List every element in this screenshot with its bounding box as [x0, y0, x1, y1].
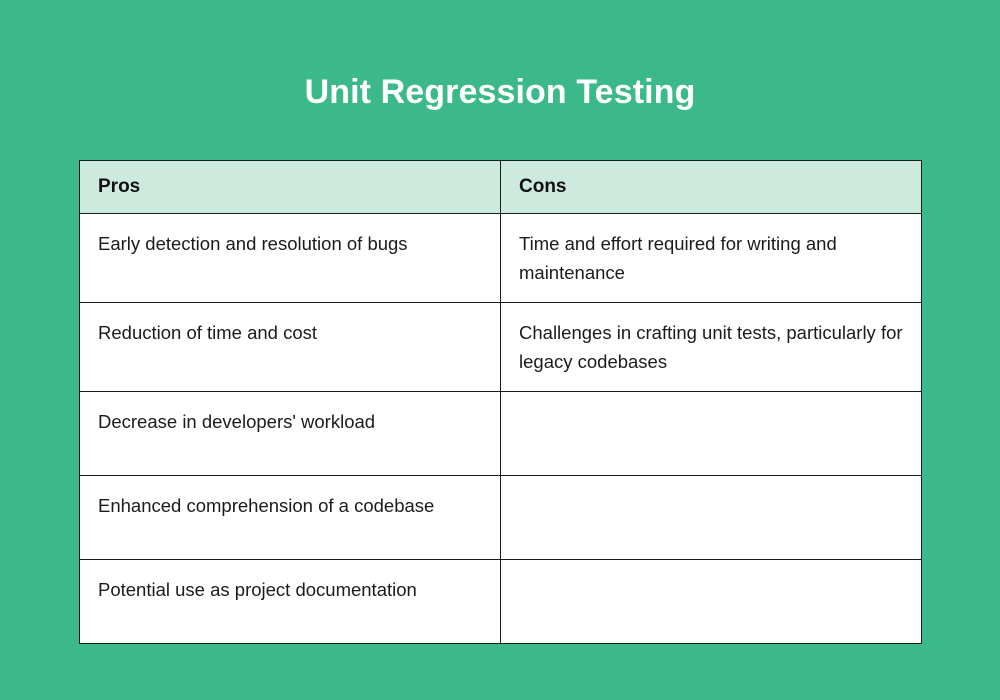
table-header-row: Pros Cons [79, 160, 922, 214]
cell-pros: Early detection and resolution of bugs [79, 213, 501, 303]
cell-pros: Reduction of time and cost [79, 302, 501, 392]
table-header: Pros Cons [79, 160, 922, 214]
cell-cons [500, 391, 922, 476]
cell-cons: Challenges in crafting unit tests, parti… [500, 302, 922, 392]
table-body: Early detection and resolution of bugs T… [79, 213, 922, 644]
cell-cons: Time and effort required for writing and… [500, 213, 922, 303]
table-row: Enhanced comprehension of a codebase [79, 475, 922, 560]
cell-pros: Potential use as project documentation [79, 559, 501, 644]
table-row: Early detection and resolution of bugs T… [79, 213, 922, 303]
table-row: Decrease in developers' workload [79, 391, 922, 476]
column-header-pros: Pros [79, 160, 501, 214]
cell-pros: Enhanced comprehension of a codebase [79, 475, 501, 560]
pros-cons-table: Pros Cons Early detection and resolution… [79, 160, 922, 644]
table-row: Potential use as project documentation [79, 559, 922, 644]
pros-cons-table-wrapper: Pros Cons Early detection and resolution… [79, 160, 922, 644]
cell-cons [500, 475, 922, 560]
column-header-cons: Cons [500, 160, 922, 214]
cell-cons [500, 559, 922, 644]
page-title: Unit Regression Testing [304, 73, 696, 111]
cell-pros: Decrease in developers' workload [79, 391, 501, 476]
table-row: Reduction of time and cost Challenges in… [79, 302, 922, 392]
